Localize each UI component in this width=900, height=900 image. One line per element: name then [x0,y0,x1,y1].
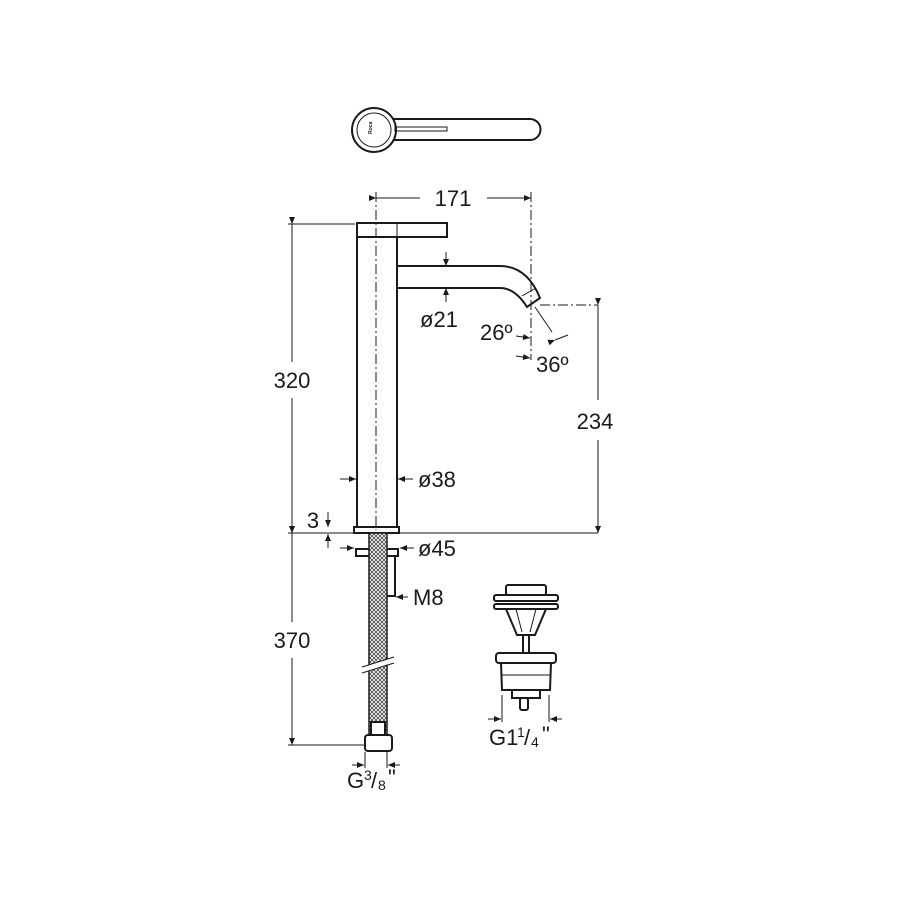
dim-hose-connection: G 3 / 8 " [347,765,396,793]
waste-connection-main: G1 [489,725,518,750]
dim-hose-length: 370 [274,628,311,653]
pop-up-waste [488,584,562,722]
fraction-slash: / [524,725,531,750]
dim-base-diameter: ø45 [418,536,456,561]
fraction-slash: / [371,768,378,793]
waste-connection-numerator: 1 [517,724,525,740]
dim-base-thickness: 3 [307,508,319,533]
dim-angle-1: 26º [480,320,513,345]
dim-spout-height: 234 [577,409,614,434]
dim-angle-2: 36º [536,352,569,377]
dim-spout-diameter: ø21 [420,307,458,332]
hose-connection-numerator: 3 [364,767,372,783]
top-view: Roca [351,107,542,153]
dim-waste-connection: G1 1 / 4 " [489,722,550,750]
hose-connection-unit: " [388,765,396,790]
dim-body-diameter: ø38 [418,467,456,492]
brand-logo: Roca [368,122,374,134]
waste-connection-denominator: 4 [531,734,539,750]
dim-spout-reach: 171 [435,186,472,211]
faucet-side-view [353,192,542,752]
dimension-lines [288,192,601,768]
hose-connection-denominator: 8 [378,777,386,793]
hose-connection-letter: G [347,768,364,793]
waste-connection-unit: " [542,722,550,747]
dim-total-height: 320 [274,368,311,393]
dim-fixing-thread: M8 [413,585,444,610]
